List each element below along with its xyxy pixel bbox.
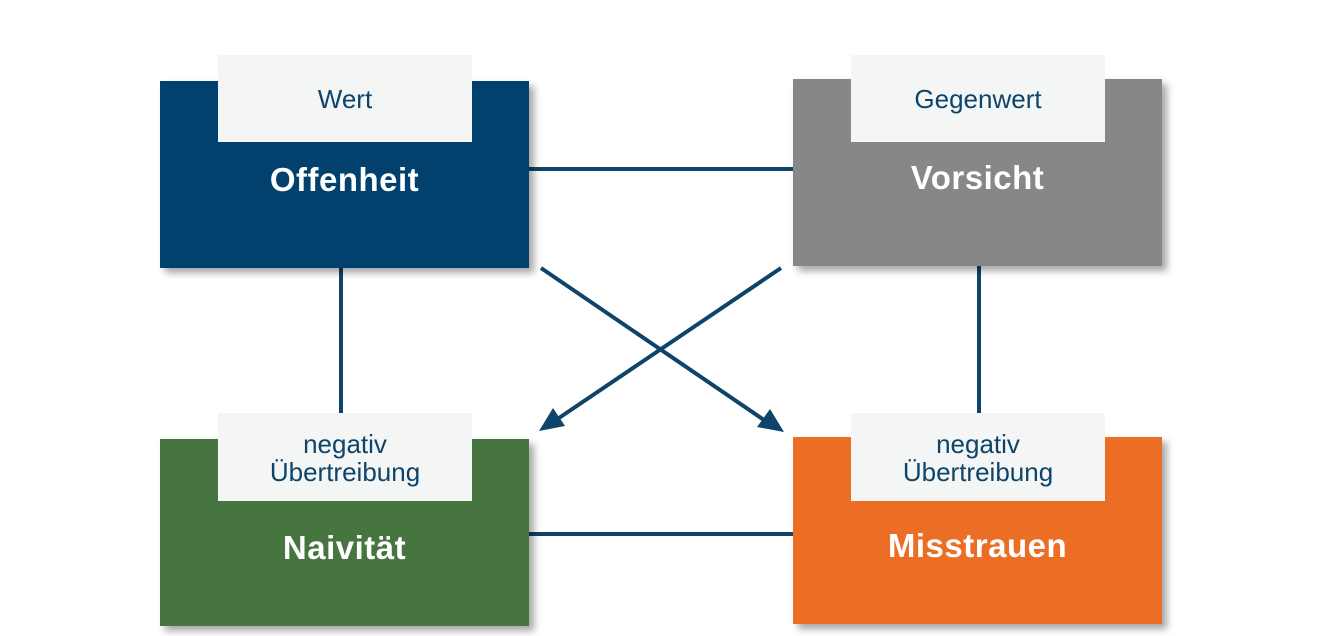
label-offenheit: Offenheit <box>269 161 420 198</box>
arrow-vorsicht-to-naivitaet <box>554 266 783 422</box>
arrowhead-naivitaet <box>539 408 565 431</box>
label-vorsicht: Vorsicht <box>910 159 1045 196</box>
label-misstrauen: Misstrauen <box>887 527 1068 564</box>
tag-negativ-uebertreibung-misstrauen: negativ Übertreibung <box>851 413 1105 501</box>
tag-negativ-uebertreibung-naivitaet: negativ Übertreibung <box>218 413 472 501</box>
label-naivitaet: Naivität <box>282 529 407 566</box>
tag-gegenwert: Gegenwert <box>851 55 1105 142</box>
arrow-offenheit-to-misstrauen <box>539 266 769 424</box>
tag-wert: Wert <box>218 55 472 142</box>
arrowhead-misstrauen <box>757 409 784 432</box>
